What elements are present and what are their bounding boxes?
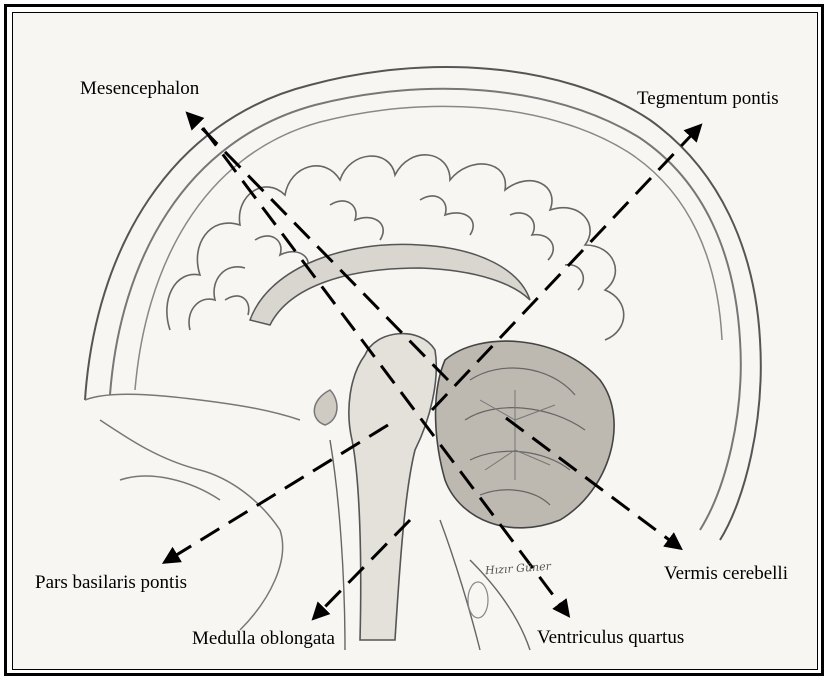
cerebellum — [436, 341, 615, 528]
pointer-lines — [165, 114, 700, 618]
label-ventriculus-quartus: Ventriculus quartus — [537, 628, 684, 647]
corpus-callosum — [250, 244, 530, 325]
vertebra-detail — [468, 582, 488, 618]
facial-region — [85, 390, 337, 630]
label-mesencephalon: Mesencephalon — [80, 79, 199, 98]
label-tegmentum-pontis: Tegmentum pontis — [637, 89, 779, 108]
skull-outline — [85, 67, 761, 540]
pointer-pars-basilaris-pontis — [165, 425, 388, 562]
label-vermis-cerebelli: Vermis cerebelli — [664, 564, 788, 583]
label-medulla-oblongata: Medulla oblongata — [192, 629, 335, 648]
label-pars-basilaris-pontis: Pars basilaris pontis — [35, 573, 187, 592]
